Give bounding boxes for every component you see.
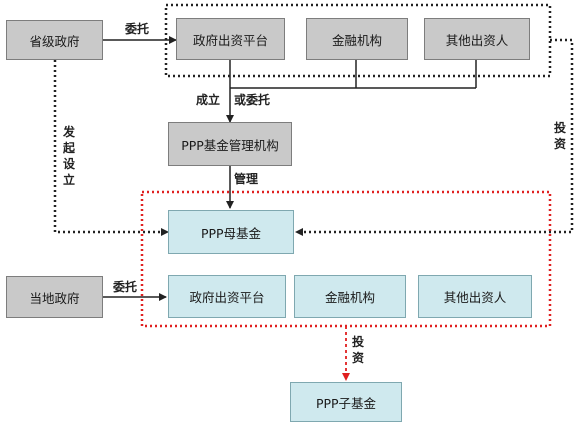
ppp-sub-fund-label: PPP子基金: [315, 395, 377, 411]
ppp-parent-fund-label: PPP母基金: [200, 225, 262, 241]
ppp-fund-manager-label: PPP基金管理机构: [181, 137, 279, 153]
top-investor-group-border: [164, 3, 552, 78]
bottom-other-investors-label: 其他出资人: [443, 290, 507, 305]
ppp-fund-manager-box: PPP基金管理机构: [168, 122, 292, 166]
or-entrust-label: 或委托: [234, 93, 271, 107]
top-other-investors-label: 其他出资人: [445, 32, 509, 48]
local-government-label: 当地政府: [29, 290, 80, 306]
top-gov-platform-box: 政府出资平台: [176, 18, 285, 60]
provincial-government-label: 省级政府: [29, 33, 80, 49]
provincial-government-box: 省级政府: [6, 20, 103, 60]
invest-right-label: 投资: [553, 121, 566, 151]
top-financial-institution-box: 金融机构: [306, 18, 408, 60]
top-gov-platform-label: 政府出资平台: [192, 32, 268, 48]
manage-label: 管理: [234, 172, 259, 186]
initiate-setup-arrow: [53, 60, 169, 236]
entrust-label-bottom: 委托: [113, 280, 138, 294]
invest-bottom-label: 投资: [351, 335, 364, 365]
bottom-gov-platform-label: 政府出资平台: [189, 290, 265, 305]
top-financial-institution-label: 金融机构: [331, 32, 382, 48]
local-government-box: 当地政府: [6, 276, 103, 318]
top-other-investors-box: 其他出资人: [424, 18, 530, 60]
bottom-other-investors-box: 其他出资人: [418, 275, 532, 318]
entrust-label-top: 委托: [125, 22, 150, 36]
invest-right-arrow: [295, 38, 574, 236]
initiate-setup-label: 发起设立: [62, 125, 75, 187]
ppp-parent-fund-box: PPP母基金: [168, 210, 294, 254]
bottom-gov-platform-box: 政府出资平台: [168, 275, 286, 318]
ppp-sub-fund-box: PPP子基金: [290, 382, 402, 422]
bottom-financial-institution-box: 金融机构: [294, 275, 406, 318]
bottom-financial-institution-label: 金融机构: [324, 290, 375, 305]
establish-label: 成立: [196, 93, 221, 107]
